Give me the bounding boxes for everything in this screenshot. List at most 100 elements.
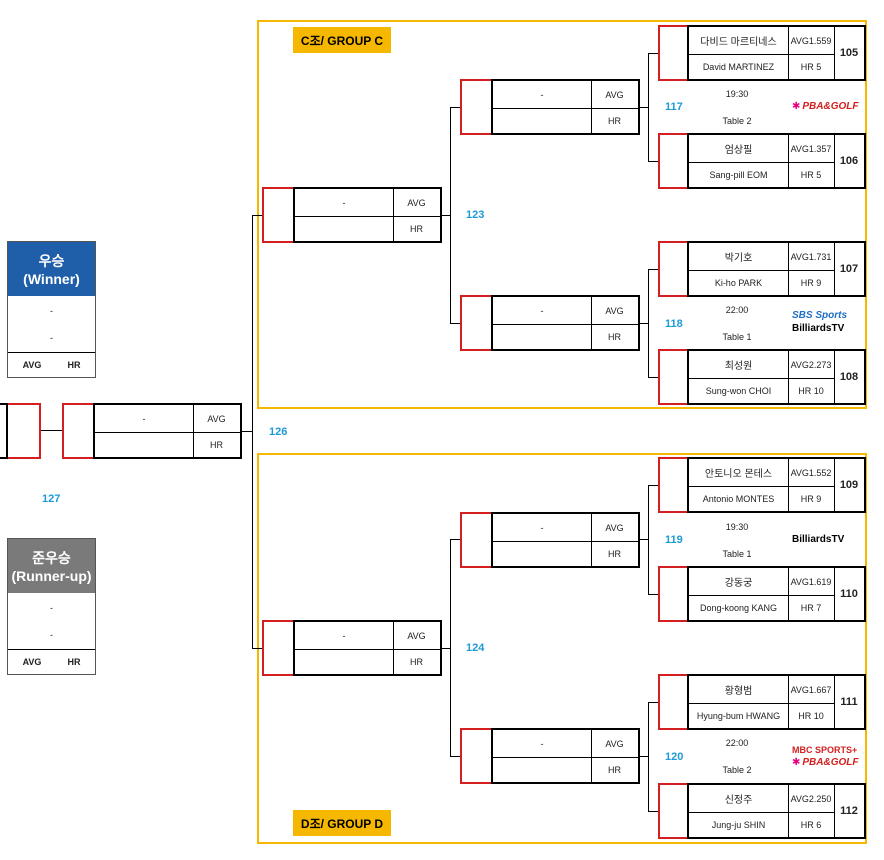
player-hr: HR 5 bbox=[800, 61, 822, 72]
player-seed-marker bbox=[658, 241, 688, 297]
winner-avg: AVG bbox=[22, 360, 42, 370]
final-left-marker bbox=[8, 403, 41, 459]
winner-hr: HR bbox=[67, 360, 81, 370]
slot-r1_117-name: - bbox=[540, 89, 544, 100]
group-c-label: C조/ GROUP C bbox=[293, 27, 391, 53]
player-name-kr: 강동궁 bbox=[724, 578, 753, 589]
slot-r1_120-avg: AVG bbox=[605, 738, 624, 749]
winner-line-1: - bbox=[50, 306, 53, 316]
player-name-en: David MARTINEZ bbox=[702, 61, 775, 72]
pba-golf-logo-2: ✱PBA&GOLF bbox=[792, 757, 859, 768]
player-hr: HR 7 bbox=[800, 602, 822, 613]
slot-r1_118-hr: HR bbox=[608, 331, 621, 342]
slot-r1_117-marker bbox=[460, 79, 491, 135]
runner-up-hr: HR bbox=[67, 657, 81, 667]
slot-r2_c-name: - bbox=[342, 197, 346, 208]
player-avg: AVG1.559 bbox=[790, 35, 832, 46]
billiards-tv-logo-119: BilliardsTV bbox=[792, 534, 844, 545]
player-avg: AVG1.552 bbox=[790, 467, 832, 478]
player-seed: 110 bbox=[840, 588, 858, 600]
runner-up-subtitle: (Runner-up) bbox=[11, 568, 92, 584]
player-avg: AVG1.619 bbox=[790, 576, 832, 587]
match-number-127: 127 bbox=[42, 493, 61, 505]
player-seed: 105 bbox=[839, 47, 859, 59]
match-number-119: 119 bbox=[665, 534, 683, 546]
winner-title: 우승 bbox=[38, 253, 65, 269]
slot-r1_117-avg: AVG bbox=[605, 89, 624, 100]
slot-r1_120-name: - bbox=[540, 738, 544, 749]
slot-r1_117-hr: HR bbox=[608, 115, 621, 126]
player-name-en: Sang-pill EOM bbox=[709, 169, 768, 180]
winner-line-2: - bbox=[50, 333, 53, 343]
slot-r1_117: - AVG HR bbox=[491, 79, 640, 135]
player-name-en: Antonio MONTES bbox=[702, 493, 775, 504]
schedule-120-time: 22:00 bbox=[725, 738, 749, 748]
slot-final_slot-name: - bbox=[142, 413, 146, 424]
player-hr: HR 9 bbox=[800, 277, 822, 288]
player-hr: HR 6 bbox=[800, 819, 822, 830]
slot-r2_c-marker bbox=[262, 187, 293, 243]
player-seed-marker bbox=[658, 133, 688, 189]
slot-r1_120-marker bbox=[460, 728, 491, 784]
slot-r1_120-hr: HR bbox=[608, 764, 621, 775]
player-seed-marker bbox=[658, 566, 688, 622]
slot-r1_120: - AVG HR bbox=[491, 728, 640, 784]
match-number-120: 120 bbox=[665, 751, 684, 763]
player-name-en: Jung-ju SHIN bbox=[711, 819, 766, 830]
billiards-tv-text: BilliardsTV bbox=[792, 323, 845, 334]
player-name-kr: 엄상필 bbox=[724, 145, 753, 156]
slot-final_slot-marker bbox=[62, 403, 93, 459]
mbc-sports-text: MBC SPORTS+ bbox=[792, 745, 858, 755]
match-number-123: 123 bbox=[466, 209, 485, 221]
slot-final_slot-avg: AVG bbox=[207, 413, 226, 424]
schedule-119-time: 19:30 bbox=[725, 522, 749, 532]
schedule-118-time: 22:00 bbox=[725, 305, 749, 315]
slot-r2_c-hr: HR bbox=[410, 223, 423, 234]
match-number-118: 118 bbox=[665, 318, 683, 330]
player-avg: AVG1.731 bbox=[790, 251, 832, 262]
slot-r1_118-marker bbox=[460, 295, 491, 351]
player-name-en: Hyung-bum HWANG bbox=[696, 710, 781, 721]
slot-r1_118: - AVG HR bbox=[491, 295, 640, 351]
slot-r1_118-name: - bbox=[540, 305, 544, 316]
slot-r2_d-avg: AVG bbox=[407, 630, 426, 641]
player-name-kr: 최성원 bbox=[724, 361, 753, 372]
slot-r2_c-avg: AVG bbox=[407, 197, 426, 208]
player-hr: HR 10 bbox=[798, 710, 824, 721]
player-hr: HR 10 bbox=[798, 385, 824, 396]
player-seed: 109 bbox=[839, 479, 859, 491]
player-name-kr: 안토니오 몬테스 bbox=[704, 469, 773, 480]
runner-up-avg: AVG bbox=[22, 657, 42, 667]
runner-up-line-2: - bbox=[50, 630, 53, 640]
player-name-kr: 신정주 bbox=[724, 795, 753, 806]
billiards-tv-logo-118: BilliardsTV bbox=[792, 323, 844, 334]
player-hr: HR 9 bbox=[800, 493, 822, 504]
player-hr: HR 5 bbox=[800, 169, 822, 180]
slot-r2_d: - AVG HR bbox=[293, 620, 442, 676]
group-c-panel bbox=[257, 20, 867, 409]
player-avg: AVG1.357 bbox=[790, 143, 832, 154]
runner-up-card: 준우승 (Runner-up) - - AVG HR bbox=[7, 538, 96, 675]
player-name-en: Ki-ho PARK bbox=[714, 277, 763, 288]
match-number-117: 117 bbox=[665, 101, 683, 113]
player-seed: 107 bbox=[839, 263, 859, 275]
final-left-slot bbox=[0, 403, 8, 459]
player-avg: AVG2.250 bbox=[790, 793, 832, 804]
mbc-sports-logo: MBC SPORTS+ bbox=[792, 745, 857, 755]
slot-r1_118-avg: AVG bbox=[605, 305, 624, 316]
schedule-120-table: Table 2 bbox=[722, 765, 752, 775]
player-avg: AVG1.667 bbox=[790, 684, 832, 695]
pba-golf-text: PBA&GOLF bbox=[802, 757, 859, 768]
slot-r2_d-name: - bbox=[342, 630, 346, 641]
billiards-tv-text: BilliardsTV bbox=[792, 534, 845, 545]
slot-r2_d-hr: HR bbox=[410, 656, 423, 667]
player-seed-marker bbox=[658, 783, 688, 839]
group-d-label: D조/ GROUP D bbox=[293, 810, 391, 836]
